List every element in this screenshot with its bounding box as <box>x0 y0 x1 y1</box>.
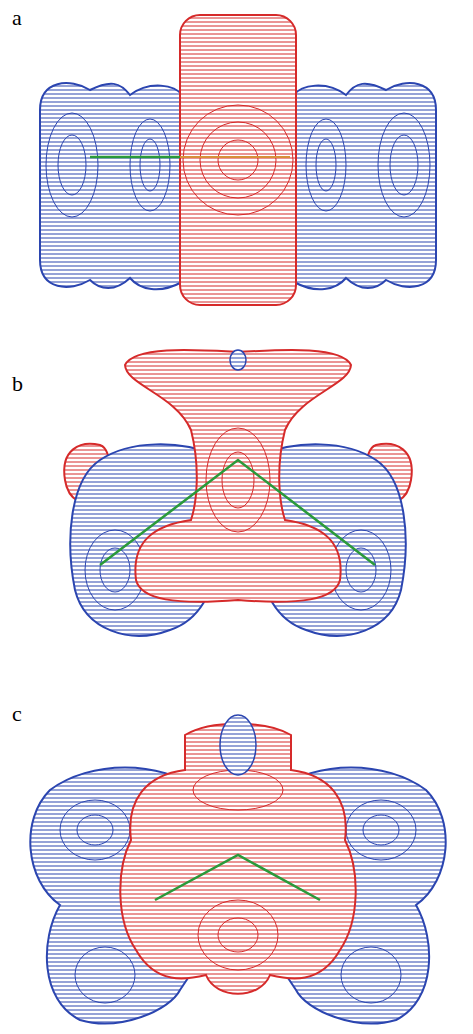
panel-a-surface <box>40 15 436 305</box>
panel-b-surface <box>64 350 412 636</box>
panel-letter: a <box>10 6 24 30</box>
panel-c-surface <box>30 715 445 1023</box>
panel-letter: c <box>10 702 24 726</box>
panel-letter: b <box>10 372 25 396</box>
